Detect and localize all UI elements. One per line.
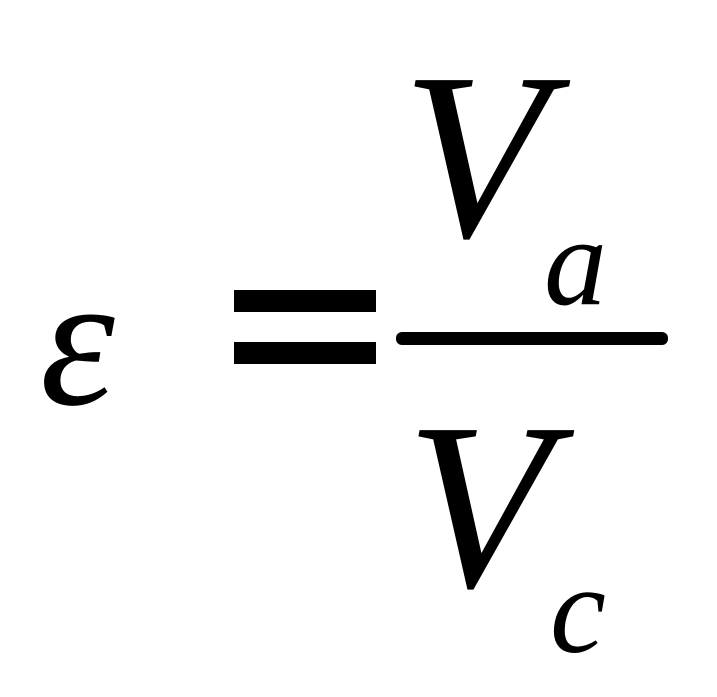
fraction-bar bbox=[396, 332, 668, 345]
equals-bar-top bbox=[234, 290, 376, 312]
denominator-symbol: V bbox=[406, 375, 552, 638]
numerator-subscript: a bbox=[544, 193, 607, 332]
denominator-subscript: c bbox=[550, 541, 606, 680]
numerator-symbol: V bbox=[402, 25, 548, 288]
equals-bar-bottom bbox=[234, 342, 376, 364]
epsilon-symbol: ε bbox=[40, 236, 115, 446]
